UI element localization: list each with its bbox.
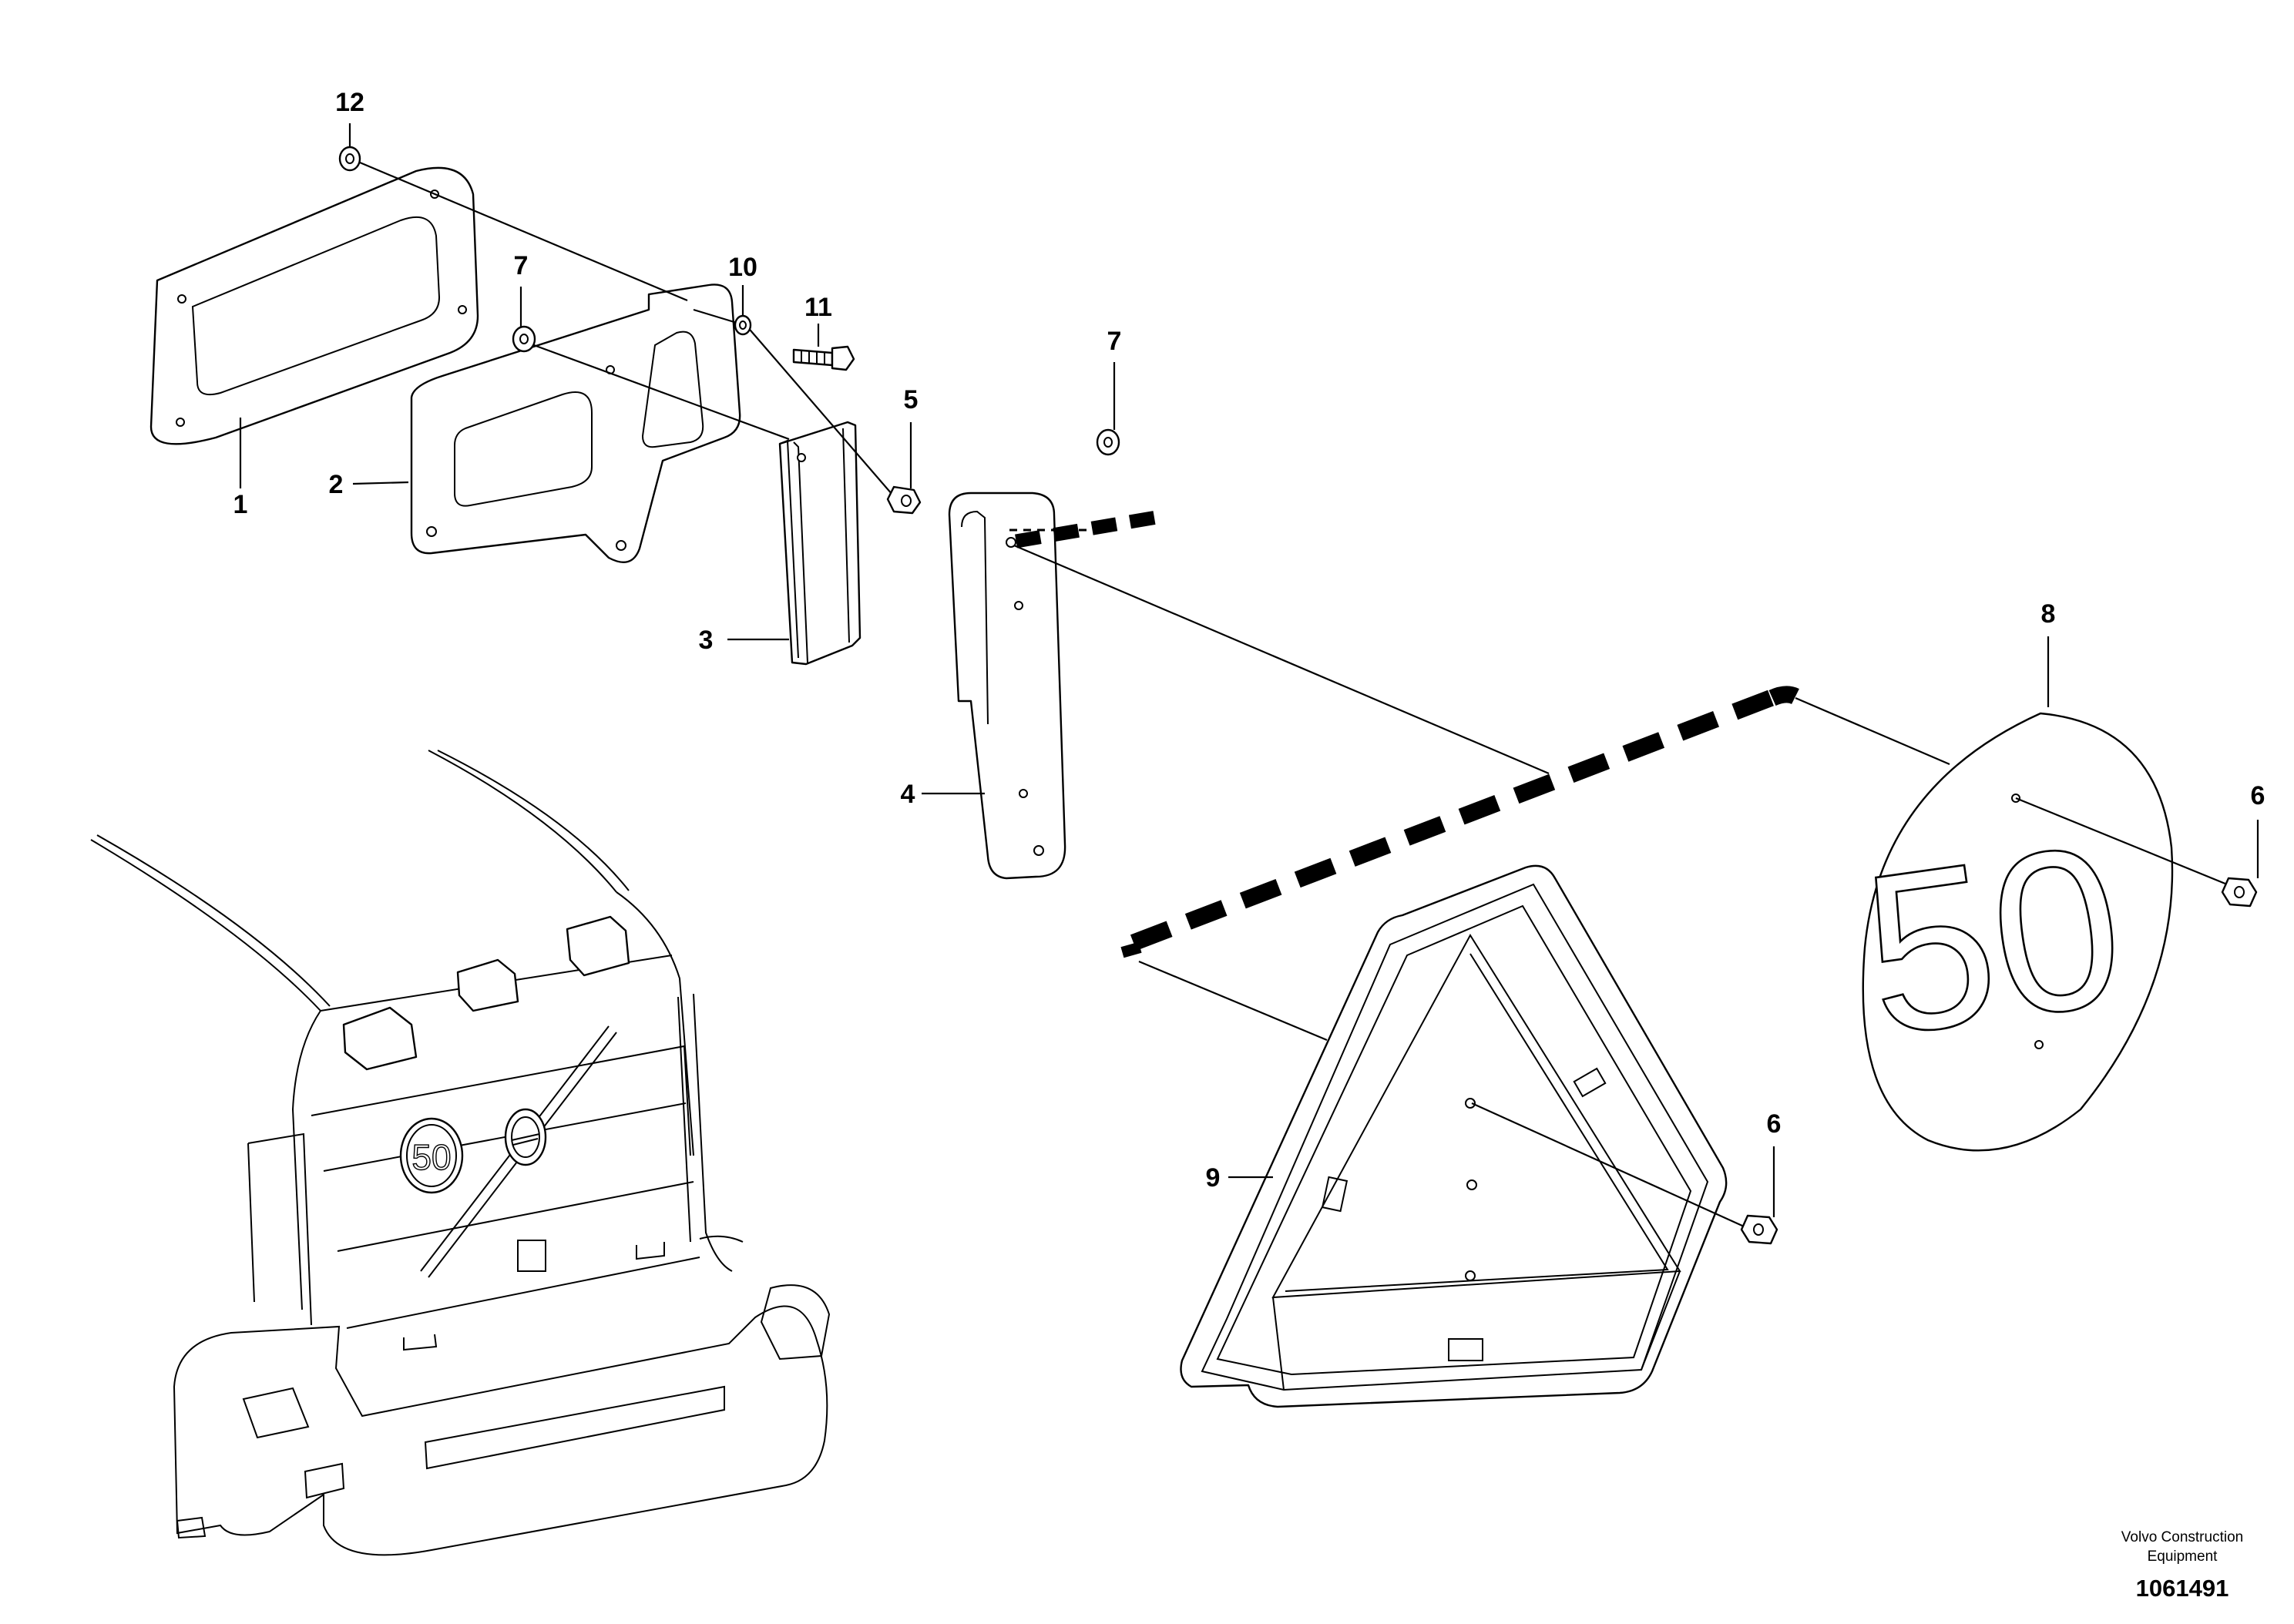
fastener-6-bolt-center xyxy=(1740,1214,1778,1245)
part-8-speed-sign: 50 xyxy=(1849,712,2174,1152)
fastener-10-washer xyxy=(734,314,752,336)
fastener-5-bolt xyxy=(886,485,922,515)
credit-block: Volvo Construction Equipment 1061491 xyxy=(2121,1529,2243,1602)
callout-6-right: 6 xyxy=(2251,781,2265,810)
part-9-triangle-sign xyxy=(1180,864,1728,1408)
callout-10: 10 xyxy=(728,253,757,282)
fastener-7-nut-left xyxy=(512,325,536,353)
callout-3: 3 xyxy=(699,626,714,655)
callout-7-right: 7 xyxy=(1107,327,1122,356)
callout-12: 12 xyxy=(335,88,364,117)
callout-9: 9 xyxy=(1206,1163,1221,1193)
callout-8: 8 xyxy=(2041,599,2056,629)
callout-1: 1 xyxy=(233,490,248,519)
callout-5: 5 xyxy=(904,385,919,414)
fastener-11-bolt xyxy=(792,345,855,371)
part-3-channel xyxy=(778,421,862,666)
callout-labels: 12 1 2 3 4 5 6 6 7 7 8 9 10 11 xyxy=(233,88,2265,1193)
callout-4: 4 xyxy=(901,780,915,809)
part-4-upright xyxy=(948,492,1066,880)
credit-line-1: Volvo Construction xyxy=(2121,1529,2243,1545)
fastener-6-bolt-right xyxy=(2221,877,2258,908)
part-2-bracket xyxy=(410,284,741,564)
callout-6-center: 6 xyxy=(1767,1109,1782,1139)
speed-sign-number: 50 xyxy=(1850,796,2137,1084)
fastener-7-nut-right xyxy=(1096,428,1120,456)
callout-7-left: 7 xyxy=(514,251,529,280)
part-1-plate xyxy=(149,166,479,445)
fastener-12-nut xyxy=(338,146,361,172)
callout-leaders xyxy=(239,123,2259,1217)
dashed-assembly-lines xyxy=(1008,511,1799,958)
machine-rear-view: 50 xyxy=(90,750,831,1556)
document-number: 1061491 xyxy=(2136,1575,2229,1602)
machine-speed-badge: 50 xyxy=(411,1137,451,1177)
credit-line-2: Equipment xyxy=(2148,1549,2218,1565)
callout-11: 11 xyxy=(804,293,832,322)
callout-2: 2 xyxy=(329,470,344,499)
assembly-lines xyxy=(354,159,2235,1231)
